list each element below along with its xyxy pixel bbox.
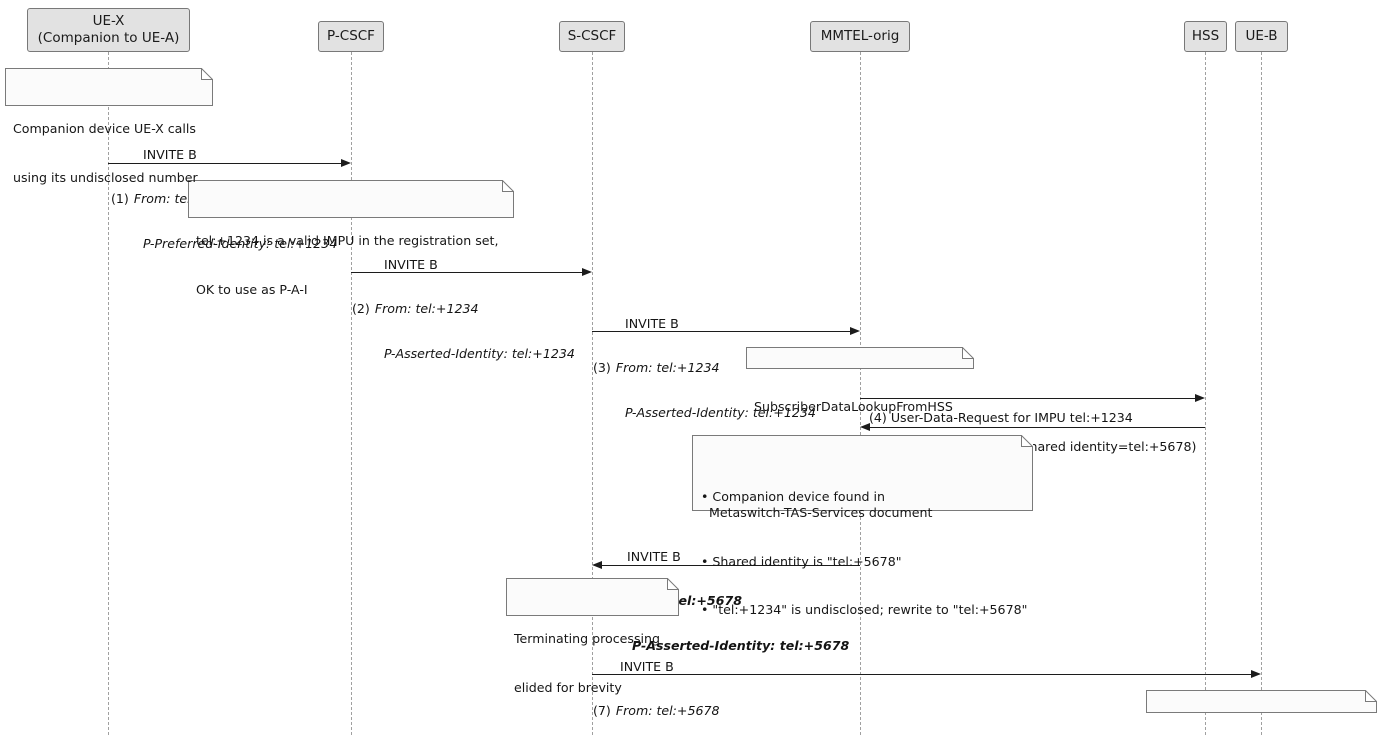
participant-mmtel-orig[interactable]: MMTEL-orig: [810, 21, 910, 52]
msg-7-line-2: From: tel:+5678: [615, 703, 720, 719]
participant-hss[interactable]: HSS: [1184, 21, 1227, 52]
msg-7-label: INVITE B (7)From: tel:+5678 P-Asserted-I…: [593, 630, 811, 735]
msg-3-line-2: From: tel:+1234: [615, 360, 720, 376]
participant-ue-b[interactable]: UE-B: [1235, 21, 1288, 52]
note-companion-found-bullet-1: • Companion device found in Metaswitch-T…: [701, 489, 933, 521]
msg-2-number: (2): [352, 301, 370, 317]
msg-6-line-1: INVITE B: [627, 548, 681, 564]
note-fold-corner-icon: [502, 180, 514, 192]
msg-4-line-1: (4) User-Data-Request for IMPU tel:+1234: [869, 409, 1133, 425]
msg-1-label: INVITE B (1)From: tel:+1234 P-Preferred-…: [111, 118, 337, 281]
msg-3-number: (3): [593, 360, 611, 376]
participant-ue-b-label: UE-B: [1245, 27, 1278, 44]
lifeline-mmtel-orig: [860, 52, 861, 735]
msg-7-arrowhead-icon: [1251, 670, 1261, 678]
lifeline-ue-x: [108, 52, 109, 735]
msg-2-line-1: INVITE B: [384, 256, 438, 272]
msg-6-arrow-line: [602, 565, 860, 566]
msg-7-line-2-wrap: (7)From: tel:+5678: [593, 703, 811, 719]
msg-3-arrow-line: [592, 331, 850, 332]
participant-s-cscf[interactable]: S-CSCF: [559, 21, 625, 52]
note-valid-impu-line-1: tel:+1234 is a valid IMPU in the registr…: [196, 233, 499, 249]
msg-3-line-1: INVITE B: [625, 315, 679, 331]
participant-p-cscf[interactable]: P-CSCF: [318, 21, 384, 52]
note-fold-corner-icon: [962, 347, 974, 359]
note-fold-corner-icon: [1365, 690, 1377, 702]
participant-mmtel-orig-label: MMTEL-orig: [820, 27, 900, 44]
note-valid-impu-line-2: OK to use as P-A-I: [196, 281, 308, 297]
participant-ue-x-line-1: UE-X: [92, 12, 125, 29]
msg-2-line-3: P-Asserted-Identity: tel:+1234: [384, 345, 575, 361]
msg-4-arrow-line: [860, 398, 1195, 399]
note-fold-corner-icon: [667, 578, 679, 590]
msg-4-arrowhead-icon: [1195, 394, 1205, 402]
msg-3-arrowhead-icon: [850, 327, 860, 335]
msg-7-number: (7): [593, 703, 611, 719]
participant-hss-label: HSS: [1191, 27, 1220, 44]
msg-1-line-1: INVITE B: [143, 146, 197, 162]
note-b-sees-identity: B sees caller identity "tel:+5678": [1146, 690, 1377, 713]
msg-1-arrow-line: [108, 163, 341, 164]
participant-s-cscf-label: S-CSCF: [567, 27, 617, 44]
msg-5-arrowhead-icon: [860, 423, 870, 431]
msg-6-line-3: P-Asserted-Identity: tel:+5678: [632, 637, 850, 653]
note-subscriber-lookup-label: SubscriberDataLookupFromHSS: [754, 399, 953, 415]
msg-1-line-3: P-Preferred-Identity: tel:+1234: [143, 235, 338, 251]
note-terminating-elided-line-1: Terminating processing: [514, 631, 661, 647]
lifeline-s-cscf: [592, 52, 593, 735]
msg-2-label: INVITE B (2)From: tel:+1234 P-Asserted-I…: [352, 228, 575, 391]
lifeline-hss: [1205, 52, 1206, 735]
note-fold-corner-icon: [1021, 435, 1033, 447]
msg-2-arrowhead-icon: [582, 268, 592, 276]
note-companion-call-line-1: Companion device UE-X calls: [13, 121, 196, 137]
note-valid-impu: tel:+1234 is a valid IMPU in the registr…: [188, 180, 514, 297]
participant-ue-x-line-2: (Companion to UE-A): [37, 30, 180, 46]
msg-1-number: (1): [111, 191, 129, 207]
msg-7-arrow-line: [592, 674, 1251, 675]
note-companion-call-line-2: using its undisclosed number: [13, 169, 198, 185]
msg-3-line-2-wrap: (3)From: tel:+1234: [593, 360, 816, 376]
msg-3-line-3: P-Asserted-Identity: tel:+1234: [625, 404, 816, 420]
participant-ue-x[interactable]: UE-X (Companion to UE-A): [27, 8, 190, 52]
note-companion-found: • Companion device found in Metaswitch-T…: [692, 435, 1033, 617]
msg-7-line-1: INVITE B: [620, 658, 674, 674]
participant-p-cscf-label: P-CSCF: [327, 27, 375, 44]
note-fold-corner-icon: [201, 68, 213, 80]
lifeline-ue-b: [1261, 52, 1262, 735]
note-companion-call: Companion device UE-X calls using its un…: [5, 68, 213, 185]
msg-2-line-2-wrap: (2)From: tel:+1234: [352, 301, 575, 317]
msg-1-arrowhead-icon: [341, 159, 351, 167]
msg-2-arrow-line: [351, 272, 582, 273]
msg-5-arrow-line: [870, 427, 1205, 428]
msg-6-arrowhead-icon: [592, 561, 602, 569]
msg-4-label: (4) User-Data-Request for IMPU tel:+1234: [869, 381, 1133, 455]
note-companion-found-bullet-2: • Shared identity is "tel:+5678": [701, 553, 902, 569]
note-companion-found-bullet-3: • "tel:+1234" is undisclosed; rewrite to…: [701, 602, 1028, 618]
note-subscriber-lookup: SubscriberDataLookupFromHSS: [746, 347, 974, 414]
lifeline-p-cscf: [351, 52, 352, 735]
note-terminating-elided-line-2: elided for brevity: [514, 679, 622, 695]
note-terminating-elided: Terminating processing elided for brevit…: [506, 578, 679, 695]
msg-2-line-2: From: tel:+1234: [374, 301, 479, 317]
msg-3-label: INVITE B (3)From: tel:+1234 P-Asserted-I…: [593, 287, 816, 450]
